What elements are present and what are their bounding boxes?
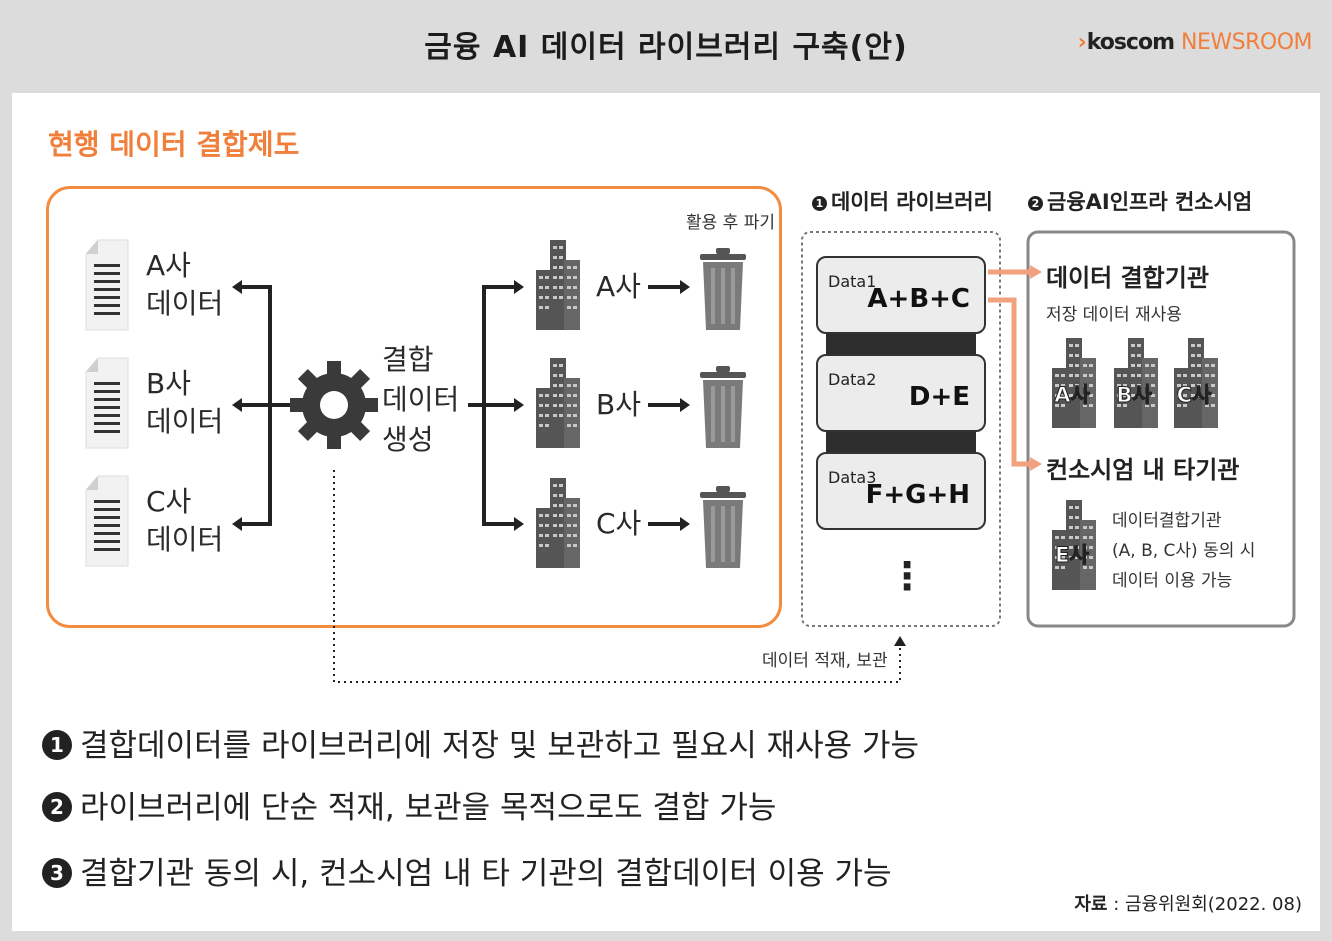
- source-item: A사 데이터: [146, 247, 223, 323]
- store-label: 데이터 적재, 보관: [762, 651, 888, 671]
- building-icon: [536, 478, 580, 568]
- trash-icon: [700, 366, 746, 448]
- card-connector: [826, 432, 976, 452]
- company-label: B사: [1116, 383, 1152, 407]
- source-company: B사: [146, 367, 191, 400]
- gear-icon: [290, 361, 378, 449]
- trash-icon: [700, 486, 746, 568]
- trash-icon: [700, 248, 746, 330]
- company-label: A사: [1054, 383, 1090, 407]
- source-item: C사 데이터: [146, 483, 223, 559]
- dispose-label: 활용 후 파기: [686, 213, 776, 233]
- logo-suffix: NEWSROOM: [1181, 30, 1312, 55]
- company-label: E사: [1055, 543, 1089, 567]
- building-icon: [536, 358, 580, 448]
- combine-label: 결합 데이터 생성: [382, 343, 460, 456]
- current-system-box: [46, 186, 782, 628]
- combine-org-subtitle: 저장 데이터 재사용: [1046, 305, 1182, 325]
- source-company: A사: [146, 249, 191, 282]
- card-connector: [826, 334, 976, 354]
- other-org-title: 컨소시엄 내 타기관: [1046, 456, 1240, 484]
- library-card: Data1 A+B+C: [816, 256, 986, 334]
- source-label: 데이터: [146, 523, 224, 556]
- recipient-label: B사: [596, 388, 641, 421]
- document-icon: [85, 239, 129, 331]
- recipient-label: C사: [596, 507, 642, 540]
- more-indicator: ⋮: [888, 554, 926, 598]
- section-title: 현행 데이터 결합제도: [48, 128, 300, 161]
- source-credit: 자료 : 금융위원회(2022. 08): [1074, 894, 1302, 915]
- logo-brand: koscom: [1086, 30, 1175, 55]
- source-label: 데이터: [146, 405, 224, 438]
- company-label: C사: [1177, 383, 1212, 407]
- combine-org-title: 데이터 결합기관: [1046, 264, 1209, 292]
- building-icon: [536, 240, 580, 330]
- document-icon: [85, 475, 129, 567]
- library-card: Data2 D+E: [816, 354, 986, 432]
- other-org-desc: 데이터결합기관 (A, B, C사) 동의 시 데이터 이용 가능: [1112, 511, 1256, 591]
- logo: ›koscom NEWSROOM: [1077, 30, 1313, 55]
- source-item: B사 데이터: [146, 365, 223, 441]
- logo-chevron-icon: ›: [1077, 30, 1087, 55]
- source-company: C사: [146, 485, 192, 518]
- source-label: 데이터: [146, 287, 224, 320]
- library-card: Data3 F+G+H: [816, 452, 986, 530]
- document-icon: [85, 357, 129, 449]
- page-title: 금융 AI 데이터 라이브러리 구축(안): [424, 30, 908, 65]
- recipient-label: A사: [596, 270, 641, 303]
